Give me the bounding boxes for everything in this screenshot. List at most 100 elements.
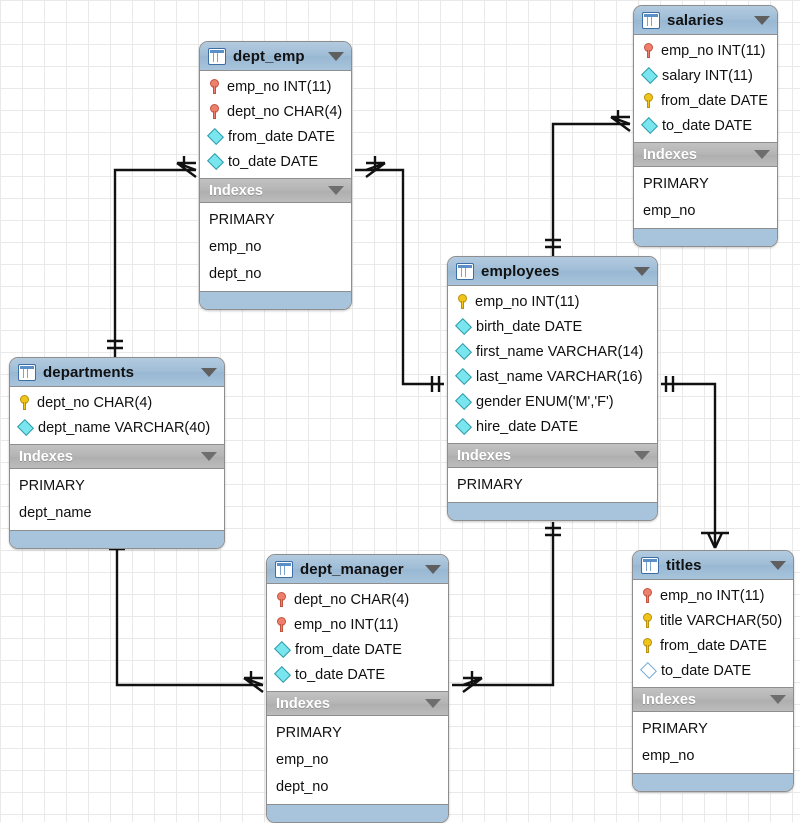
column-label: dept_no CHAR(4) bbox=[294, 591, 410, 608]
index-row[interactable]: dept_no bbox=[200, 260, 351, 287]
column-row[interactable]: last_name VARCHAR(16) bbox=[448, 364, 657, 389]
chevron-down-icon[interactable] bbox=[634, 266, 650, 276]
index-label: emp_no bbox=[642, 747, 695, 764]
chevron-down-icon[interactable] bbox=[425, 699, 441, 708]
table-header-dept_emp[interactable]: dept_emp bbox=[200, 42, 351, 71]
table-node-titles[interactable]: titles emp_no INT(11) title VARCHAR(50) fro… bbox=[632, 550, 794, 792]
column-row[interactable]: dept_name VARCHAR(40) bbox=[10, 415, 224, 440]
indexes-header[interactable]: Indexes bbox=[448, 443, 657, 468]
column-row[interactable]: emp_no INT(11) bbox=[267, 612, 448, 637]
chevron-down-icon[interactable] bbox=[201, 367, 217, 377]
table-node-salaries[interactable]: salaries emp_no INT(11)salary INT(11)from… bbox=[633, 5, 778, 247]
chevron-down-icon[interactable] bbox=[328, 51, 344, 61]
column-row[interactable]: dept_no CHAR(4) bbox=[200, 99, 351, 124]
column-label: to_date DATE bbox=[295, 666, 386, 683]
column-row[interactable]: emp_no INT(11) bbox=[200, 74, 351, 99]
index-row[interactable]: dept_name bbox=[10, 499, 224, 526]
chevron-down-icon[interactable] bbox=[770, 560, 786, 570]
index-row[interactable]: PRIMARY bbox=[10, 472, 224, 499]
column-icon bbox=[17, 419, 34, 436]
relationship-departments-dept_manager bbox=[109, 537, 264, 693]
index-label: dept_no bbox=[209, 265, 262, 282]
indexes-header[interactable]: Indexes bbox=[10, 444, 224, 469]
primary-foreign-key-icon bbox=[276, 617, 287, 632]
indexes-label: Indexes bbox=[643, 146, 697, 163]
column-row[interactable]: salary INT(11) bbox=[634, 63, 777, 88]
column-row[interactable]: to_date DATE bbox=[200, 149, 351, 174]
column-row[interactable]: hire_date DATE bbox=[448, 414, 657, 439]
column-label: emp_no INT(11) bbox=[294, 616, 399, 633]
index-row[interactable]: PRIMARY bbox=[633, 715, 793, 742]
chevron-down-icon[interactable] bbox=[634, 451, 650, 460]
column-row[interactable]: from_date DATE bbox=[633, 633, 793, 658]
indexes-label: Indexes bbox=[457, 447, 511, 464]
column-icon bbox=[207, 128, 224, 145]
column-icon bbox=[207, 153, 224, 170]
index-row[interactable]: PRIMARY bbox=[200, 206, 351, 233]
index-row[interactable]: emp_no bbox=[634, 197, 777, 224]
column-label: title VARCHAR(50) bbox=[660, 612, 783, 629]
index-row[interactable]: emp_no bbox=[633, 742, 793, 769]
primary-key-icon bbox=[19, 395, 30, 410]
index-row[interactable]: emp_no bbox=[267, 746, 448, 773]
column-row[interactable]: gender ENUM('M','F') bbox=[448, 389, 657, 414]
column-row[interactable]: to_date DATE bbox=[633, 658, 793, 683]
chevron-down-icon[interactable] bbox=[754, 150, 770, 159]
indexes-header[interactable]: Indexes bbox=[634, 142, 777, 167]
primary-key-icon bbox=[642, 638, 653, 653]
column-row[interactable]: emp_no INT(11) bbox=[633, 583, 793, 608]
nullable-column-icon bbox=[640, 662, 657, 679]
column-row[interactable]: from_date DATE bbox=[200, 124, 351, 149]
column-row[interactable]: dept_no CHAR(4) bbox=[10, 390, 224, 415]
column-row[interactable]: to_date DATE bbox=[634, 113, 777, 138]
index-row[interactable]: emp_no bbox=[200, 233, 351, 260]
indexes-label: Indexes bbox=[642, 691, 696, 708]
column-row[interactable]: emp_no INT(11) bbox=[448, 289, 657, 314]
indexes-header[interactable]: Indexes bbox=[267, 691, 448, 716]
column-icon bbox=[641, 67, 658, 84]
column-icon bbox=[455, 368, 472, 385]
table-node-dept_emp[interactable]: dept_emp emp_no INT(11)dept_no CHAR(4) fro… bbox=[199, 41, 352, 310]
primary-foreign-key-icon bbox=[643, 43, 654, 58]
table-node-dept_manager[interactable]: dept_manager dept_no CHAR(4) emp_no INT(11… bbox=[266, 554, 449, 823]
column-label: hire_date DATE bbox=[476, 418, 579, 435]
table-name-label: dept_manager bbox=[300, 560, 404, 578]
column-icon bbox=[455, 318, 472, 335]
column-row[interactable]: birth_date DATE bbox=[448, 314, 657, 339]
relationship-departments-dept_emp bbox=[107, 156, 197, 357]
column-label: last_name VARCHAR(16) bbox=[476, 368, 643, 385]
index-row[interactable]: PRIMARY bbox=[448, 471, 657, 498]
column-row[interactable]: to_date DATE bbox=[267, 662, 448, 687]
column-row[interactable]: first_name VARCHAR(14) bbox=[448, 339, 657, 364]
table-header-salaries[interactable]: salaries bbox=[634, 6, 777, 35]
chevron-down-icon[interactable] bbox=[754, 15, 770, 25]
table-header-departments[interactable]: departments bbox=[10, 358, 224, 387]
chevron-down-icon[interactable] bbox=[425, 564, 441, 574]
table-node-departments[interactable]: departments dept_no CHAR(4) dept_name VARC… bbox=[9, 357, 225, 549]
chevron-down-icon[interactable] bbox=[328, 186, 344, 195]
indexes-header[interactable]: Indexes bbox=[633, 687, 793, 712]
column-label: dept_name VARCHAR(40) bbox=[38, 419, 211, 436]
column-row[interactable]: from_date DATE bbox=[634, 88, 777, 113]
index-row[interactable]: PRIMARY bbox=[267, 719, 448, 746]
column-row[interactable]: from_date DATE bbox=[267, 637, 448, 662]
column-list: emp_no INT(11)dept_no CHAR(4) from_date D… bbox=[200, 71, 351, 178]
index-row[interactable]: PRIMARY bbox=[634, 170, 777, 197]
column-row[interactable]: dept_no CHAR(4) bbox=[267, 587, 448, 612]
column-row[interactable]: title VARCHAR(50) bbox=[633, 608, 793, 633]
table-name-label: salaries bbox=[667, 11, 724, 29]
column-row[interactable]: emp_no INT(11) bbox=[634, 38, 777, 63]
chevron-down-icon[interactable] bbox=[770, 695, 786, 704]
indexes-header[interactable]: Indexes bbox=[200, 178, 351, 203]
chevron-down-icon[interactable] bbox=[201, 452, 217, 461]
table-header-titles[interactable]: titles bbox=[633, 551, 793, 580]
index-label: PRIMARY bbox=[276, 724, 342, 741]
column-label: from_date DATE bbox=[228, 128, 335, 145]
table-header-employees[interactable]: employees bbox=[448, 257, 657, 286]
index-row[interactable]: dept_no bbox=[267, 773, 448, 800]
table-header-dept_manager[interactable]: dept_manager bbox=[267, 555, 448, 584]
